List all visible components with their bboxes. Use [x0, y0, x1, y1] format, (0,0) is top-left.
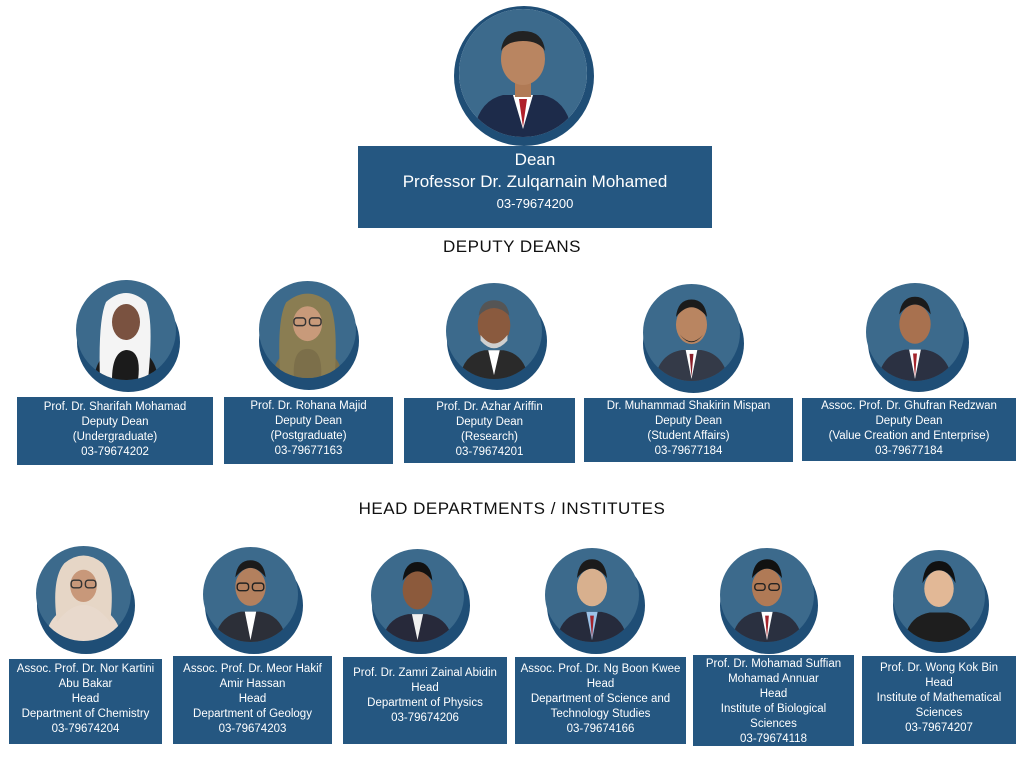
- head-role: Head: [238, 693, 267, 705]
- head-name: Prof. Dr. Zamri Zainal Abidin: [353, 667, 497, 679]
- head-photo: [893, 550, 985, 642]
- head-name: Assoc. Prof. Dr. Nor Kartini: [16, 663, 155, 675]
- deputy-card: Prof. Dr. Sharifah Mohamad Deputy Dean (…: [17, 397, 213, 465]
- head-phone: 03-79674206: [391, 712, 459, 724]
- head-role: Head: [925, 677, 953, 689]
- deputy-phone: 03-79674201: [455, 446, 524, 458]
- deputy-portfolio: (Research): [461, 431, 518, 443]
- deputy-portrait-icon: [643, 284, 740, 381]
- head-name-cont: Amir Hassan: [219, 678, 286, 690]
- head-portrait-icon: [545, 548, 639, 642]
- head-name-cont: Mohamad Annuar: [728, 673, 819, 685]
- head-phone: 03-79674203: [218, 723, 287, 735]
- deputy-portfolio: (Undergraduate): [72, 431, 158, 443]
- head-role: Head: [411, 682, 439, 694]
- deputy-portrait-icon: [259, 281, 356, 378]
- head-portrait-icon: [36, 546, 131, 641]
- deputy-portfolio: (Postgraduate): [270, 430, 347, 442]
- deputy-photo: [643, 284, 740, 381]
- deputy-portrait-icon: [76, 280, 176, 380]
- deputy-role: Deputy Dean: [81, 416, 149, 428]
- head-phone: 03-79674166: [566, 723, 635, 735]
- head-dept-cont: Sciences: [750, 718, 797, 730]
- head-card: Assoc. Prof. Dr. Ng Boon Kwee Head Depar…: [515, 657, 686, 744]
- dean-name: Professor Dr. Zulqarnain Mohamed: [402, 172, 668, 191]
- head-portrait-icon: [720, 548, 814, 642]
- deputy-photo: [259, 281, 356, 378]
- head-card: Prof. Dr. Mohamad Suffian Mohamad Annuar…: [693, 655, 854, 746]
- head-photo: [545, 548, 639, 642]
- head-portrait-icon: [203, 547, 298, 642]
- head-dept: Department of Physics: [367, 697, 483, 709]
- deputy-name: Prof. Dr. Sharifah Mohamad: [43, 401, 187, 413]
- deputy-phone: 03-79674202: [81, 446, 149, 458]
- head-photo: [371, 549, 464, 642]
- head-dept: Institute of Mathematical: [876, 692, 1002, 704]
- dean-portrait-icon: [459, 9, 587, 137]
- dean-title: Dean: [514, 150, 556, 169]
- head-phone: 03-79674204: [51, 723, 120, 735]
- head-name: Assoc. Prof. Dr. Meor Hakif: [183, 663, 322, 675]
- deputy-portrait-icon: [446, 283, 542, 379]
- head-dept: Institute of Biological: [720, 703, 827, 715]
- head-photo: [36, 546, 131, 641]
- head-dept: Department of Geology: [193, 708, 312, 720]
- dean-phone: 03-79674200: [496, 196, 574, 211]
- head-role: Head: [759, 688, 788, 700]
- deputy-name: Prof. Dr. Rohana Majid: [250, 400, 367, 412]
- deputy-portfolio: (Value Creation and Enterprise): [828, 430, 990, 442]
- deputy-card: Prof. Dr. Azhar Ariffin Deputy Dean (Res…: [404, 398, 575, 463]
- deputy-portfolio: (Student Affairs): [647, 430, 730, 442]
- deputy-photo: [446, 283, 542, 379]
- deputy-role: Deputy Dean: [455, 416, 524, 428]
- deputy-role: Deputy Dean: [654, 415, 723, 427]
- deputy-deans-heading: DEPUTY DEANS: [443, 237, 581, 256]
- deputy-name: Assoc. Prof. Dr. Ghufran Redzwan: [821, 400, 997, 412]
- head-card: Prof. Dr. Wong Kok Bin Head Institute of…: [862, 656, 1016, 744]
- head-photo: [720, 548, 814, 642]
- deputy-phone: 03-79677163: [274, 445, 343, 457]
- deputy-card: Prof. Dr. Rohana Majid Deputy Dean (Post…: [224, 397, 393, 464]
- deputy-phone: 03-79677184: [875, 445, 943, 457]
- deputy-photo: [866, 283, 964, 381]
- head-card: Assoc. Prof. Dr. Nor Kartini Abu Bakar H…: [9, 659, 162, 744]
- deputy-photo: [76, 280, 176, 380]
- deputy-card: Dr. Muhammad Shakirin Mispan Deputy Dean…: [584, 398, 793, 462]
- head-dept: Department of Science and: [530, 693, 671, 705]
- head-name-cont: Abu Bakar: [58, 678, 113, 690]
- head-name: Prof. Dr. Wong Kok Bin: [879, 662, 999, 674]
- deputy-name: Dr. Muhammad Shakirin Mispan: [606, 400, 771, 412]
- head-phone: 03-79674207: [905, 722, 973, 734]
- head-portrait-icon: [893, 550, 985, 642]
- head-phone: 03-79674118: [740, 733, 807, 745]
- deputy-role: Deputy Dean: [875, 415, 943, 427]
- dean-photo: [459, 9, 587, 137]
- deputy-name: Prof. Dr. Azhar Ariffin: [436, 401, 543, 413]
- head-role: Head: [586, 678, 615, 690]
- dean-card: Dean Professor Dr. Zulqarnain Mohamed 03…: [358, 146, 712, 228]
- head-dept-cont: Sciences: [915, 707, 963, 719]
- heads-heading: HEAD DEPARTMENTS / INSTITUTES: [358, 499, 666, 518]
- head-name: Assoc. Prof. Dr. Ng Boon Kwee: [520, 663, 681, 675]
- deputy-portrait-icon: [866, 283, 964, 381]
- deputy-role: Deputy Dean: [274, 415, 343, 427]
- head-role: Head: [71, 693, 100, 705]
- head-card: Prof. Dr. Zamri Zainal Abidin Head Depar…: [343, 657, 507, 744]
- head-dept-cont: Technology Studies: [550, 708, 651, 720]
- head-dept: Department of Chemistry: [21, 708, 150, 720]
- deputy-phone: 03-79677184: [654, 445, 723, 457]
- deputy-card: Assoc. Prof. Dr. Ghufran Redzwan Deputy …: [802, 398, 1016, 461]
- head-photo: [203, 547, 298, 642]
- head-portrait-icon: [371, 549, 464, 642]
- head-name: Prof. Dr. Mohamad Suffian: [705, 658, 842, 670]
- head-card: Assoc. Prof. Dr. Meor Hakif Amir Hassan …: [173, 656, 332, 744]
